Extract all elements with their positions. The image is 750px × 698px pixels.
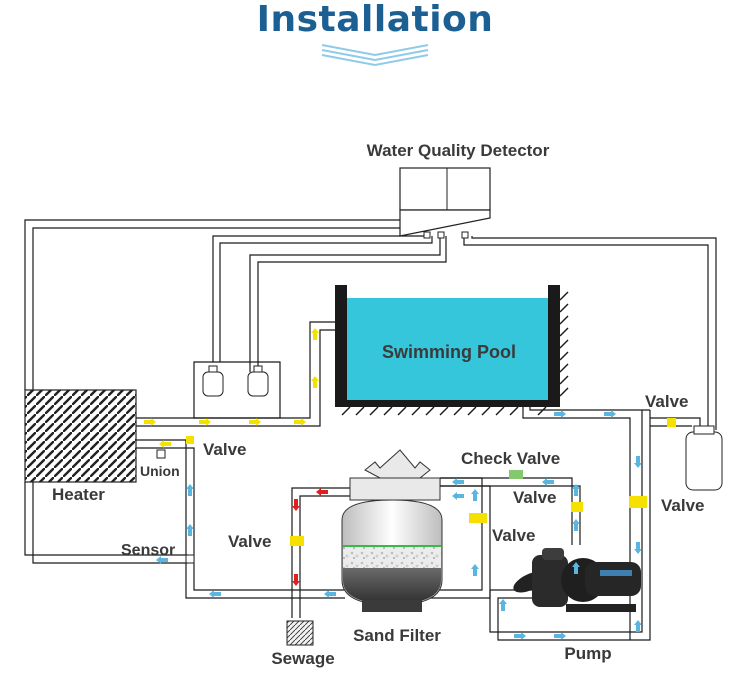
sensor xyxy=(185,554,195,564)
tank-valve xyxy=(667,418,676,427)
flow-arrow-icon xyxy=(316,488,328,496)
pump-label: Pump xyxy=(564,644,611,663)
flow-arrow-icon xyxy=(156,556,168,564)
sewage-label: Sewage xyxy=(271,649,334,668)
pump xyxy=(513,548,641,612)
heater xyxy=(24,389,137,483)
filter-valve-label: Valve xyxy=(228,532,272,551)
flow-arrow-icon xyxy=(542,478,554,486)
sand-filter xyxy=(341,449,443,612)
filter-valve xyxy=(290,536,304,546)
page-title: Installation xyxy=(256,0,494,40)
chemical-tank-right xyxy=(685,425,723,491)
outlet-valve xyxy=(629,496,647,508)
sand-filter-label: Sand Filter xyxy=(353,626,441,645)
flow-arrow-icon xyxy=(452,492,464,500)
outlet-valve-label: Valve xyxy=(661,496,705,515)
flow-arrows xyxy=(144,328,642,640)
dosing-tank-left xyxy=(202,365,224,397)
flow-arrow-icon xyxy=(554,632,566,640)
flow-arrow-icon xyxy=(311,376,319,388)
flow-arrow-icon xyxy=(514,632,526,640)
flow-arrow-icon xyxy=(292,574,300,586)
flow-arrow-icon xyxy=(471,564,479,576)
flow-arrow-icon xyxy=(634,456,642,468)
flow-arrow-icon xyxy=(471,489,479,501)
flow-arrow-icon xyxy=(324,590,336,598)
heater-valve-label: Valve xyxy=(203,440,247,459)
pump-inlet-valve xyxy=(571,502,583,512)
heater-valve xyxy=(186,436,194,444)
flow-arrow-icon xyxy=(199,418,211,426)
double-chevron-down-icon xyxy=(321,44,429,67)
sensor-label: Sensor xyxy=(121,542,175,559)
tank-valve-label: Valve xyxy=(645,392,689,411)
dosing-tank-right xyxy=(247,365,269,397)
sewage-drain xyxy=(286,620,314,646)
flow-arrow-icon xyxy=(209,590,221,598)
flow-arrow-icon xyxy=(572,484,580,496)
flow-arrow-icon xyxy=(499,599,507,611)
check-valve xyxy=(509,470,523,479)
flow-arrow-icon xyxy=(311,328,319,340)
water-quality-detector xyxy=(399,167,491,239)
flow-arrow-icon xyxy=(452,478,464,486)
flow-arrow-icon xyxy=(634,542,642,554)
swimming-pool-label: Swimming Pool xyxy=(382,342,516,362)
union-fitting xyxy=(156,449,166,459)
swimming-pool xyxy=(335,285,569,416)
heater-label: Heater xyxy=(52,485,105,504)
flow-arrow-icon xyxy=(144,418,156,426)
flow-arrow-icon xyxy=(604,410,616,418)
return-valve xyxy=(469,513,487,523)
pipe-network xyxy=(24,219,717,641)
flow-arrow-icon xyxy=(159,440,171,448)
check-valve-label: Check Valve xyxy=(461,449,560,468)
flow-arrow-icon xyxy=(186,524,194,536)
flow-arrow-icon xyxy=(572,562,580,574)
flow-arrow-icon xyxy=(572,519,580,531)
flow-arrow-icon xyxy=(294,418,306,426)
flow-arrow-icon xyxy=(186,484,194,496)
return-valve-label: Valve xyxy=(492,526,536,545)
water-quality-detector-label: Water Quality Detector xyxy=(367,141,550,160)
flow-arrow-icon xyxy=(292,499,300,511)
flow-arrow-icon xyxy=(554,410,566,418)
pump-inlet-valve-label: Valve xyxy=(513,488,557,507)
flow-arrow-icon xyxy=(634,620,642,632)
flow-arrow-icon xyxy=(249,418,261,426)
union-label: Union xyxy=(140,463,180,479)
